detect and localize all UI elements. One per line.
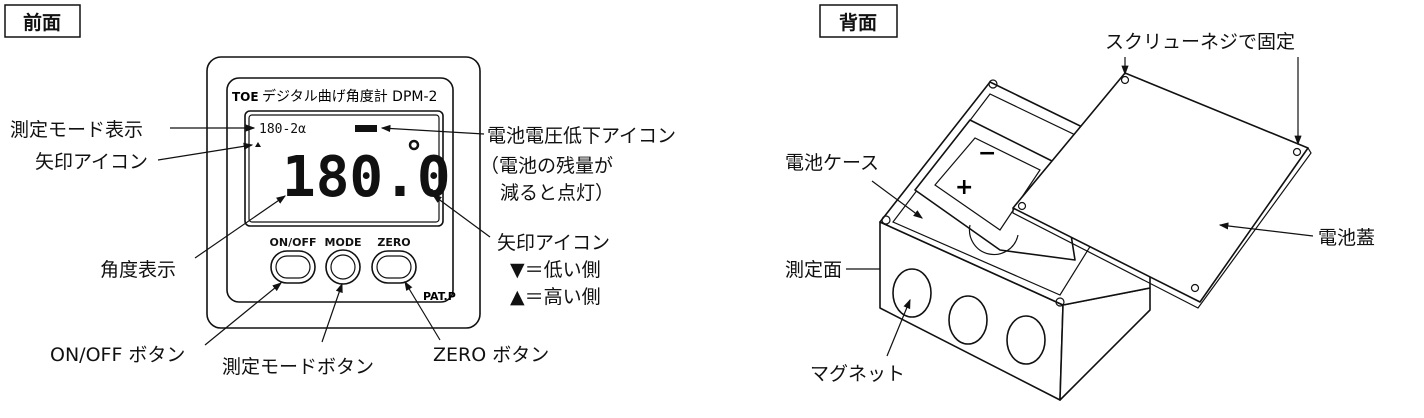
back-callouts: スクリューネジで固定 電池ケース 電池蓋 測定面 マグネット: [785, 31, 1375, 385]
arrow-down-icon: [427, 189, 433, 194]
front-device-buttons-0: ON/OFF: [270, 236, 317, 249]
back-heading: 背面: [839, 11, 877, 34]
front-labels-zero_button: ZERO ボタン: [433, 344, 549, 366]
front-labels-arrow_low: ▼＝低い側: [510, 259, 601, 281]
magnet-hole: [892, 268, 932, 318]
front-labels-onoff_button: ON/OFF ボタン: [50, 344, 185, 366]
front-labels-arrow_icon_left: 矢印アイコン: [35, 151, 148, 173]
lcd-mode-text: 180-2α: [259, 122, 306, 137]
back-labels-plus: +: [955, 175, 973, 200]
front-heading: 前面: [23, 11, 61, 34]
brand-logo: TOE: [232, 90, 259, 104]
back-heading: 背面: [819, 4, 898, 38]
back-labels-battery_cover: 電池蓋: [1318, 227, 1375, 249]
mode-button[interactable]: [325, 249, 361, 285]
front-labels-arrow_high: ▲＝高い側: [510, 286, 601, 308]
battery-cover: [1012, 72, 1312, 309]
onoff-button[interactable]: [270, 250, 316, 284]
back-labels-magnet: マグネット: [810, 363, 905, 385]
back-labels-minus: −: [978, 141, 996, 166]
front-labels-angle_display: 角度表示: [100, 259, 176, 281]
magnet-hole: [1006, 315, 1046, 365]
front-labels-battery_note_2: 減ると点灯）: [500, 182, 614, 204]
battery-low-icon: [355, 125, 377, 132]
back-labels-screws: スクリューネジで固定: [1105, 31, 1295, 53]
front-labels-battery_icon: 電池電圧低下アイコン: [487, 125, 676, 147]
degree-icon: [408, 139, 420, 151]
front-labels-mode_display: 測定モード表示: [10, 119, 143, 141]
screw-icon: [1292, 147, 1302, 157]
front-device: TOE デジタル曲げ角度計 DPM-2 180-2α 180.0 ON/OFF …: [206, 56, 481, 329]
screw-icon: [1017, 201, 1027, 211]
screw-icon: [1190, 283, 1200, 293]
back-labels-battery_case: 電池ケース: [785, 152, 879, 174]
patent-mark: PAT.P: [423, 290, 456, 303]
zero-button[interactable]: [371, 250, 417, 284]
arrow-up-icon: [255, 142, 261, 147]
device-title: デジタル曲げ角度計 DPM-2: [262, 88, 437, 105]
lcd-reading: 180.0: [282, 145, 451, 210]
back-labels-measure_face: 測定面: [785, 259, 842, 281]
magnet-hole: [948, 295, 988, 345]
front-labels-mode_button: 測定モードボタン: [222, 356, 374, 378]
front-device-buttons-2: ZERO: [377, 236, 410, 249]
front-labels-battery_note_1: （電池の残量が: [480, 155, 613, 177]
front-labels-arrow_icon_right: 矢印アイコン: [497, 232, 610, 254]
front-callouts: 測定モード表示 矢印アイコン 電池電圧低下アイコン （電池の残量が 減ると点灯）…: [10, 119, 676, 378]
lcd-screen: [244, 110, 444, 227]
front-device-buttons-1: MODE: [325, 236, 362, 249]
screw-icon: [1120, 75, 1130, 85]
front-heading: 前面: [4, 4, 81, 38]
